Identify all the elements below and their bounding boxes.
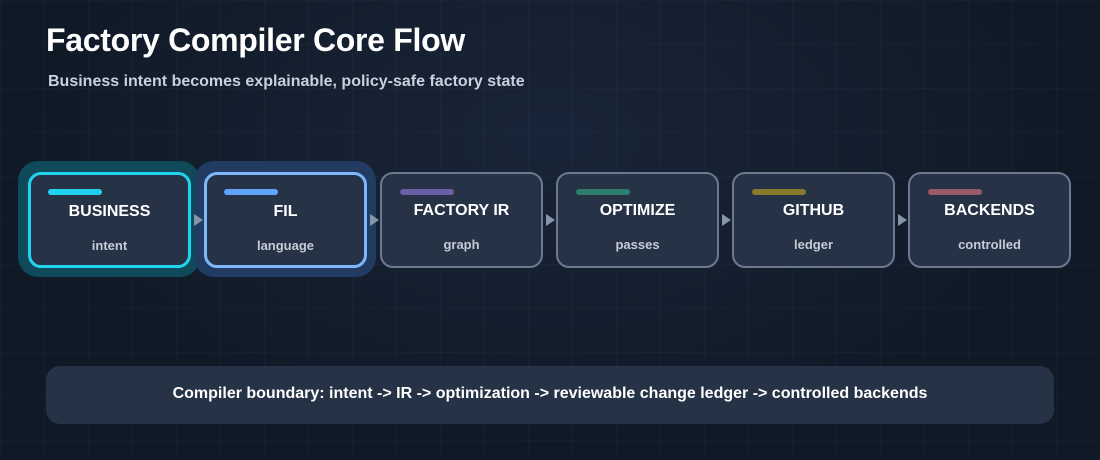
flow-arrow-icon: [898, 214, 907, 226]
flow-node-fil[interactable]: FIL language: [204, 172, 367, 268]
flow-node-business[interactable]: BUSINESS intent: [28, 172, 191, 268]
node-accent-bar: [576, 189, 630, 195]
node-accent-bar: [48, 189, 102, 195]
flow-node-github[interactable]: GITHUB ledger: [732, 172, 895, 268]
flow-arrow-icon: [722, 214, 731, 226]
page-title: Factory Compiler Core Flow: [46, 22, 465, 58]
node-label: OPTIMIZE: [599, 202, 676, 219]
node-accent-bar: [224, 189, 278, 195]
flow-arrow-icon: [546, 214, 555, 226]
node-accent-bar: [400, 189, 454, 195]
node-label: BUSINESS: [68, 203, 151, 220]
flow-node-factory-ir[interactable]: FACTORY IR graph: [380, 172, 543, 268]
node-sublabel: language: [256, 238, 315, 253]
flow-node-optimize[interactable]: OPTIMIZE passes: [556, 172, 719, 268]
flow-arrow-icon: [194, 214, 203, 226]
flow-node-backends[interactable]: BACKENDS controlled: [908, 172, 1071, 268]
compiler-boundary-banner: Compiler boundary: intent -> IR -> optim…: [46, 366, 1054, 424]
node-label: BACKENDS: [944, 202, 1035, 219]
compiler-boundary-text: Compiler boundary: intent -> IR -> optim…: [172, 385, 928, 402]
node-sublabel: passes: [615, 237, 660, 252]
node-sublabel: controlled: [958, 237, 1021, 252]
node-accent-bar: [928, 189, 982, 195]
flow-arrow-icon: [370, 214, 379, 226]
node-accent-bar: [752, 189, 806, 195]
node-sublabel: graph: [443, 237, 480, 252]
node-sublabel: intent: [91, 238, 128, 253]
node-label: FACTORY IR: [413, 202, 510, 219]
node-label: GITHUB: [782, 202, 845, 219]
node-label: FIL: [273, 203, 298, 220]
page-subtitle: Business intent becomes explainable, pol…: [48, 73, 525, 90]
node-sublabel: ledger: [793, 237, 833, 252]
